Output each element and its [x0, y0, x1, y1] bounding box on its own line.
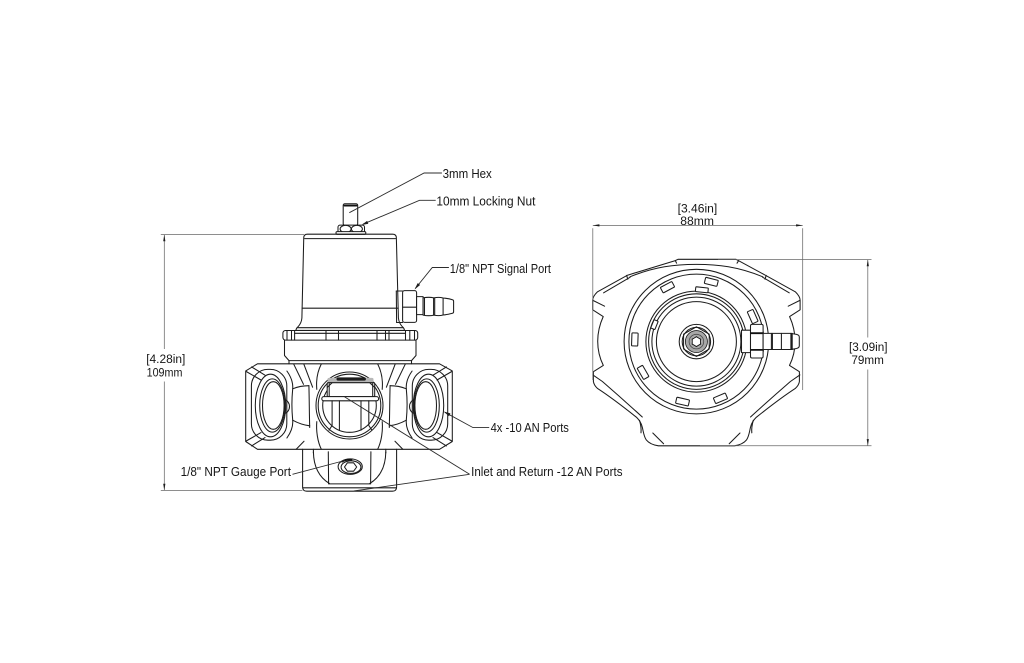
svg-text:[3.46in]: [3.46in] — [678, 202, 718, 216]
svg-text:[4.28in]: [4.28in] — [146, 352, 185, 366]
svg-text:109mm: 109mm — [147, 365, 183, 379]
svg-text:[3.09in]: [3.09in] — [849, 340, 888, 354]
svg-text:4x -10 AN Ports: 4x -10 AN Ports — [491, 420, 569, 435]
svg-text:1/8" NPT Gauge Port: 1/8" NPT Gauge Port — [181, 464, 292, 479]
svg-text:10mm Locking Nut: 10mm Locking Nut — [436, 193, 535, 208]
svg-text:Inlet and Return -12 AN Ports: Inlet and Return -12 AN Ports — [471, 464, 622, 479]
svg-text:88mm: 88mm — [680, 214, 714, 228]
svg-text:1/8" NPT Signal Port: 1/8" NPT Signal Port — [450, 261, 552, 276]
svg-text:3mm Hex: 3mm Hex — [443, 166, 493, 181]
svg-text:79mm: 79mm — [851, 353, 884, 367]
